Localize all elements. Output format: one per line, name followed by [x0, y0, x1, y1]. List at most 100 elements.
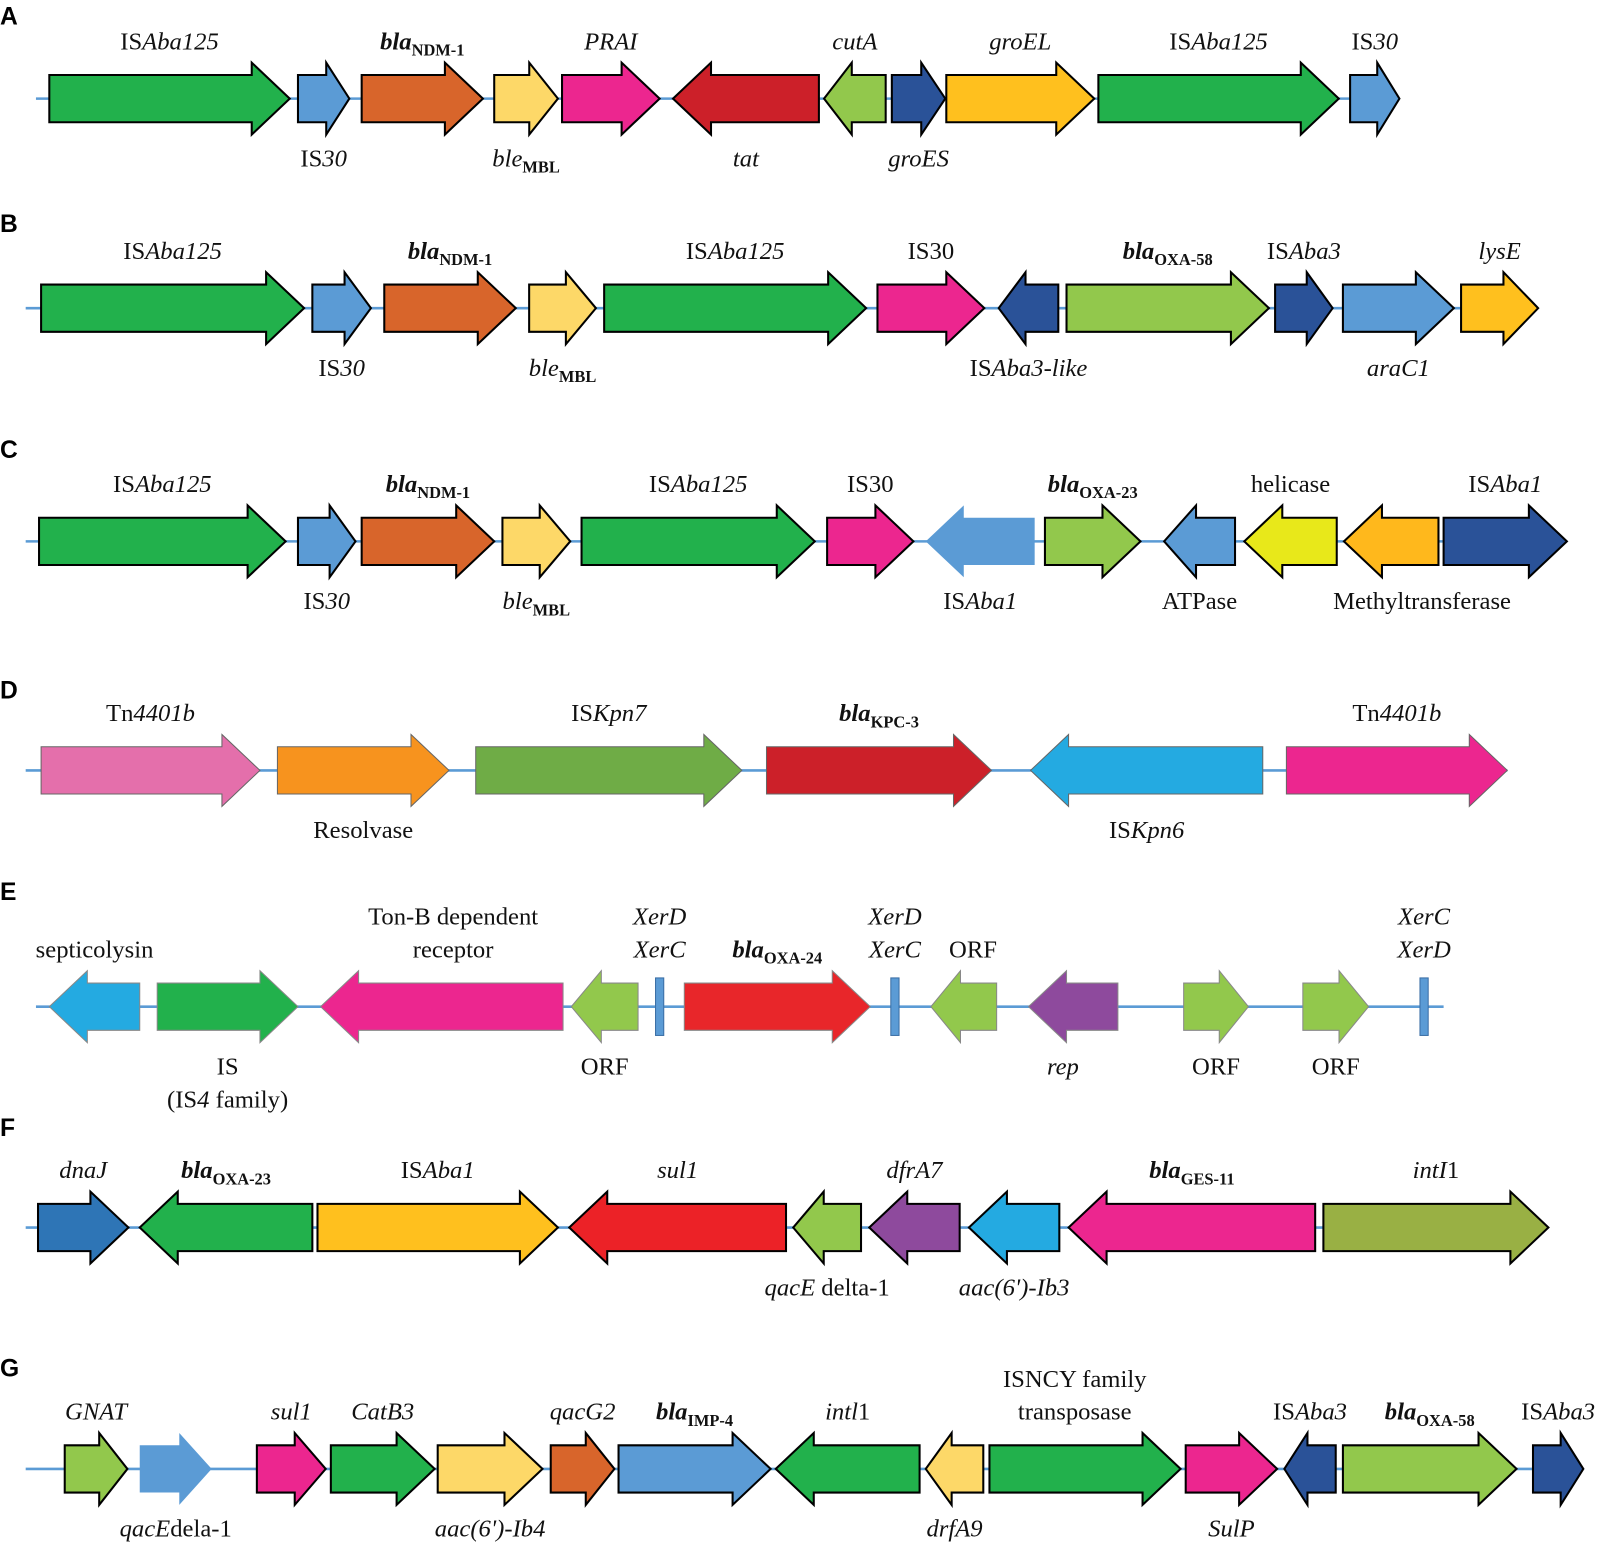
label-part: XerC — [1397, 904, 1451, 931]
label-part: ISNCY family — [1003, 1366, 1147, 1393]
reverse-arrow-icon — [319, 969, 564, 1044]
label-part: Aba125 — [706, 238, 785, 265]
label-part: delta-1 — [815, 1274, 890, 1301]
forward-arrow-icon — [139, 1432, 212, 1505]
label-part: 30 — [1372, 28, 1398, 55]
label-part: ORF — [949, 936, 997, 963]
gene-label: ISAba1 — [943, 588, 1017, 615]
gene-arrow: ISAba1 — [316, 1157, 560, 1266]
label-part: Aba125 — [1189, 28, 1268, 55]
gene-label: ISAba3 — [1273, 1399, 1347, 1426]
gene-arrow: SulP — [1184, 1430, 1279, 1543]
gene-label: blaOXA-23 — [1048, 471, 1138, 502]
panel-letter: A — [0, 4, 18, 31]
gene-arrow: blaKPC-3 — [765, 700, 993, 808]
gene-arrow: intl1 — [774, 1399, 921, 1508]
gene-label: Tn4401b — [106, 700, 195, 727]
label-part: groES — [888, 145, 949, 172]
label-part: NDM-1 — [439, 250, 492, 269]
label-part: OXA-58 — [1416, 1411, 1474, 1430]
label-part: 4401b — [1380, 700, 1442, 727]
forward-arrow-icon — [436, 1430, 545, 1508]
label-part: Kpn6 — [1130, 817, 1185, 844]
gene-label: ISAba3 — [1521, 1399, 1595, 1426]
gene-arrow: ISAba125 — [38, 471, 288, 580]
label-part: ble — [503, 588, 533, 615]
label-part: Resolvase — [313, 817, 413, 844]
forward-arrow-icon — [1531, 1429, 1585, 1509]
label-part: bla — [380, 28, 412, 55]
forward-arrow-icon — [1442, 503, 1569, 580]
label-part: IS — [571, 700, 593, 727]
reverse-arrow-icon — [1027, 969, 1119, 1044]
label-part: dnaJ — [59, 1157, 108, 1184]
label-part: Aba1 — [963, 588, 1017, 615]
gene-arrow: ISAba125 — [40, 238, 306, 347]
label-part: cutA — [832, 28, 878, 55]
gene-label: aac(6')-Ib4 — [435, 1516, 546, 1543]
gene-label: XerC — [868, 936, 922, 963]
gene-label: blaOXA-23 — [181, 1157, 271, 1188]
gene-label: ISAba1 — [401, 1157, 475, 1184]
gene-arrow: sul1 — [567, 1157, 788, 1266]
gene-label: XerC — [1397, 904, 1451, 931]
label-part: XerD — [1396, 936, 1451, 963]
gene-label: ISKpn7 — [571, 700, 648, 727]
gene-arrow: groEL — [945, 28, 1096, 137]
forward-arrow-icon — [40, 269, 306, 347]
gene-arrow: ISAba3 — [1267, 238, 1341, 348]
gene-label: ISAba125 — [649, 471, 748, 498]
gene-label: blaIMP-4 — [656, 1399, 733, 1430]
gene-arrow: Ton-B dependent receptor — [319, 904, 564, 1044]
label-part: ORF — [1192, 1053, 1240, 1080]
gene-arrow: groES — [888, 59, 949, 172]
gene-label: ISKpn6 — [1109, 817, 1185, 844]
gene-label: Ton-B dependent — [368, 904, 538, 931]
forward-arrow-icon — [988, 1430, 1183, 1508]
forward-arrow-icon — [1341, 269, 1456, 347]
gene-label: blaOXA-24 — [732, 936, 822, 967]
label-part: ble — [529, 355, 559, 382]
gene-label: ORF — [1192, 1053, 1240, 1080]
label-part: IS — [649, 471, 671, 498]
label-part: Tn — [1352, 700, 1379, 727]
gene-label: receptor — [413, 936, 494, 963]
label-part: IMP-4 — [688, 1411, 734, 1430]
gene-label: ISNCY family — [1003, 1366, 1147, 1393]
label-part: ble — [492, 145, 522, 172]
label-part: 30 — [321, 145, 347, 172]
label-part: bla — [1385, 1399, 1417, 1426]
label-part: IS30 — [908, 238, 955, 265]
label-part: OXA-23 — [213, 1169, 271, 1188]
gene-label: blaNDM-1 — [408, 238, 492, 269]
gene-arrow: rep — [1027, 969, 1119, 1080]
gene-label: PRAI — [583, 28, 639, 55]
forward-arrow-icon — [1043, 503, 1142, 580]
forward-arrow-icon — [549, 1430, 616, 1508]
label-part: intl — [825, 1399, 858, 1426]
gene-label: XerC — [633, 936, 687, 963]
forward-arrow-icon — [1097, 60, 1341, 137]
gene-arrow: tat — [671, 60, 820, 172]
gene-label: qacG2 — [550, 1399, 616, 1426]
gene-label: CatB3 — [351, 1399, 414, 1426]
gene-label: bleMBL — [503, 588, 571, 619]
gene-arrow: aac(6')-Ib3 — [959, 1189, 1069, 1301]
forward-arrow-icon — [528, 269, 598, 347]
label-part: Aba3-like — [990, 355, 1088, 382]
label-part: XerC — [633, 936, 687, 963]
gene-arrow: ISAba125 — [580, 471, 817, 580]
label-part: IS — [217, 1053, 239, 1080]
label-part: IS — [318, 355, 340, 382]
label-part: XerC — [868, 936, 922, 963]
label-part: Aba1 — [1488, 471, 1542, 498]
label-part: Aba125 — [143, 238, 222, 265]
label-part: G2 — [585, 1399, 615, 1426]
gene-label: ISAba3-like — [970, 355, 1088, 382]
gene-label: blaKPC-3 — [839, 700, 919, 731]
gene-label: groES — [888, 145, 949, 172]
label-part: family) — [209, 1086, 288, 1113]
gene-arrow: IS30 — [311, 269, 373, 382]
